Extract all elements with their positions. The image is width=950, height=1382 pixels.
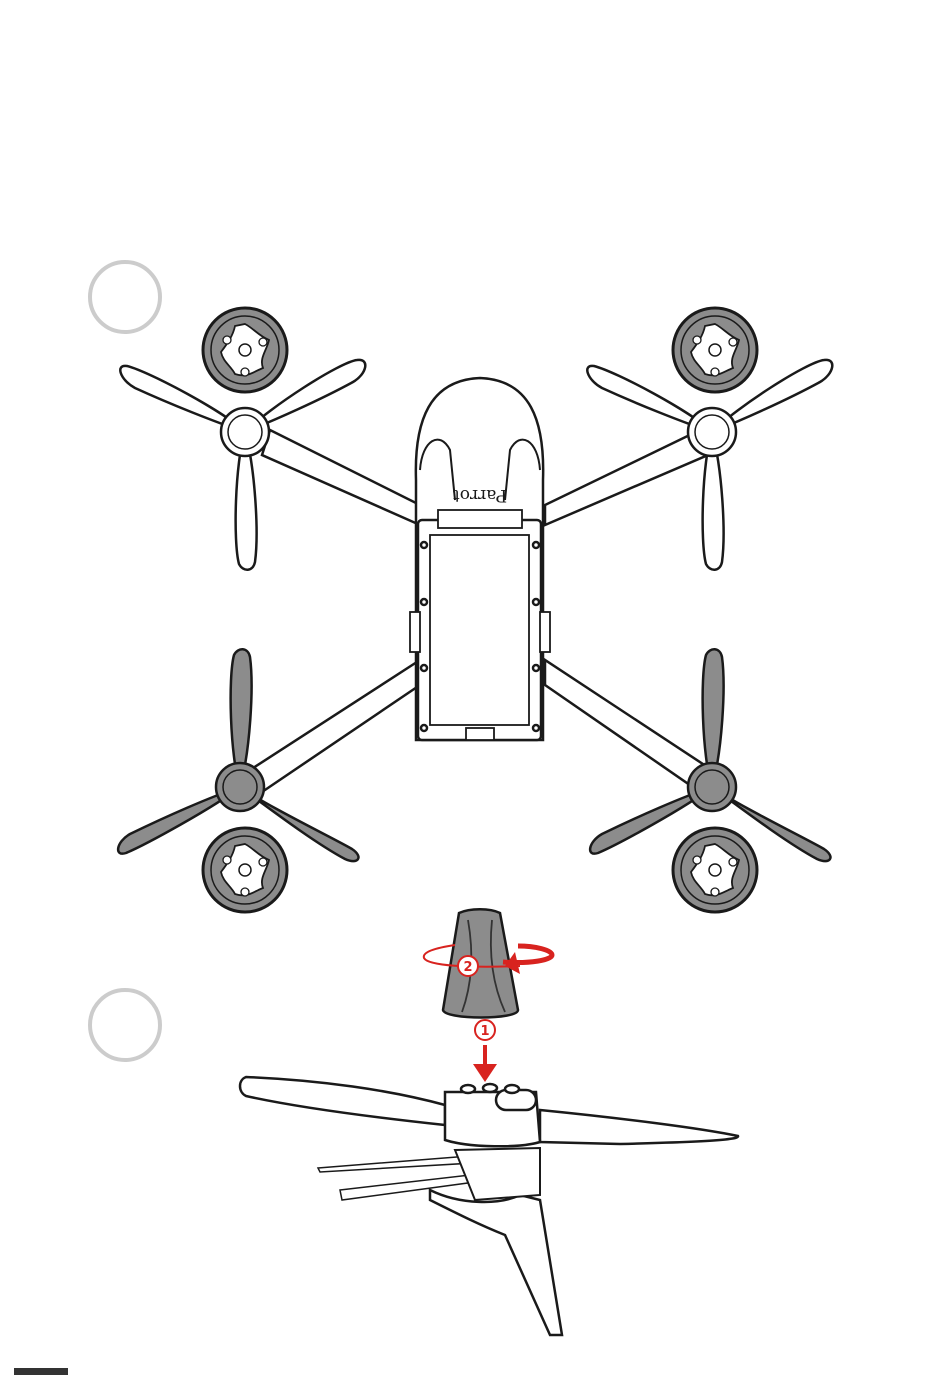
step-two-label: 2 [463,960,472,975]
down-arrow-icon [473,1045,497,1082]
motor-side-view [240,1077,738,1335]
hub-nut-front-left [203,308,287,392]
brand-label: Parrot [453,485,507,505]
hub-nut-front-right [673,308,757,392]
hub-nut-rear-right [673,828,757,912]
step-one-label: 1 [480,1024,489,1039]
hub-nut-rear-left [203,828,287,912]
drone-body [410,378,550,740]
footer-bar [14,1368,68,1375]
